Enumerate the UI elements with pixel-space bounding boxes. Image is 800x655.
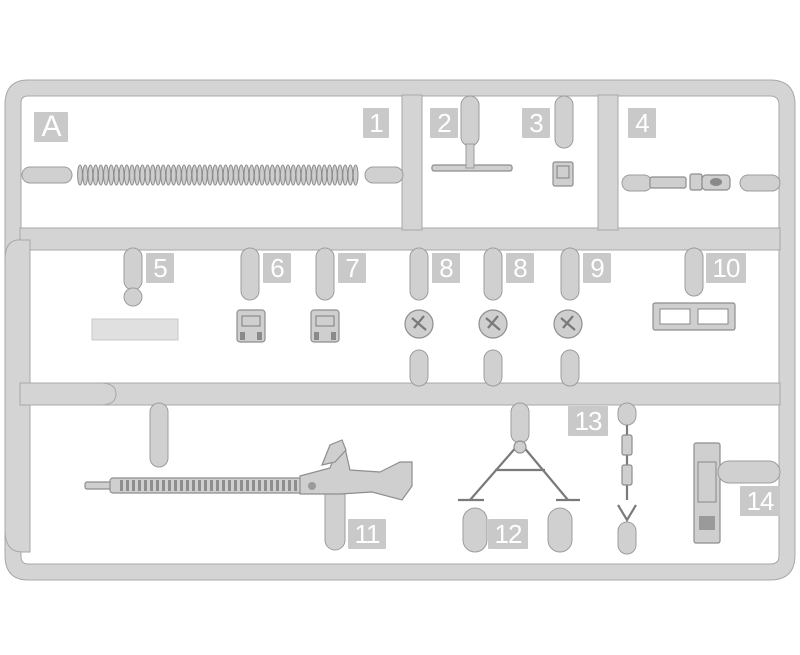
part-4 <box>621 173 781 192</box>
left-runner <box>4 239 31 553</box>
part-number-8a: 8 <box>432 253 460 283</box>
part-6 <box>236 247 266 343</box>
part-number-10: 10 <box>706 253 746 283</box>
part-3 <box>552 95 574 187</box>
runner-bulge <box>19 382 117 406</box>
part-10 <box>652 247 736 331</box>
part-14 <box>693 442 781 544</box>
frame-outer <box>4 79 796 581</box>
part-8b <box>478 247 508 387</box>
part-number-7: 7 <box>338 253 366 283</box>
sprue-letter: A <box>34 112 68 142</box>
part-number-5: 5 <box>146 253 174 283</box>
rail-lower <box>19 382 781 406</box>
part-number-9: 9 <box>583 253 611 283</box>
part-2 <box>431 95 513 172</box>
part-number-6: 6 <box>263 253 291 283</box>
divider-2 <box>597 94 619 231</box>
part-number-13: 13 <box>568 406 608 436</box>
part-number-11: 11 <box>348 519 386 549</box>
part-9 <box>553 247 583 387</box>
rail-upper <box>19 227 781 251</box>
part-8a <box>404 247 434 387</box>
part-number-1: 1 <box>363 108 389 138</box>
part-number-8b: 8 <box>506 253 534 283</box>
part-number-14: 14 <box>740 486 780 516</box>
part-number-2: 2 <box>430 108 458 138</box>
divider-1 <box>401 94 423 231</box>
part-12-bipod <box>458 402 580 553</box>
part-11-machine-gun <box>84 402 413 551</box>
part-5 <box>91 247 179 341</box>
part-7 <box>310 247 340 343</box>
part-1-spring <box>21 164 404 186</box>
part-number-3: 3 <box>522 108 550 138</box>
part-number-4: 4 <box>628 108 656 138</box>
part-number-12: 12 <box>488 519 528 549</box>
part-13 <box>617 402 637 555</box>
